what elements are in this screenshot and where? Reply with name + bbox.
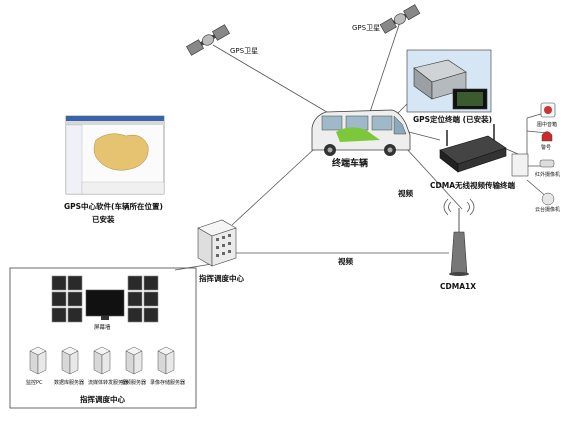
- terminal-vehicle-label: 终端车辆: [331, 157, 368, 169]
- dispatch-center-box: 屏幕墙 监控PC 数据库服务器 流媒体转发服务: [9, 267, 197, 409]
- gps-satellite-top: GPS卫星: [352, 4, 421, 34]
- video-link-label-vertical: 视频: [398, 188, 413, 198]
- video-wall-left: [51, 275, 83, 323]
- server-stream-relay: 流媒体转发服务器: [88, 346, 128, 386]
- cdma-terminal-label: CDMA无线视频传输终端: [430, 180, 515, 190]
- ir-camera-icon: [539, 159, 555, 168]
- gps-satellite-top-label: GPS卫星: [352, 24, 380, 32]
- server-label: 监控PC: [26, 379, 43, 386]
- peripheral-ir-camera: 红外摄像机: [535, 159, 560, 178]
- monitor-icon: [85, 289, 125, 320]
- tower-icon: [443, 198, 475, 276]
- server-icon: [29, 346, 47, 375]
- gps-terminal-label: GPS定位终端 (已安装): [413, 114, 492, 124]
- peripheral-label: 红外摄像机: [535, 171, 560, 178]
- ptz-camera-icon: [541, 192, 555, 206]
- server-label: 视频服务器: [121, 379, 146, 386]
- cdma-device-icon: [439, 124, 507, 173]
- van-icon: [311, 109, 411, 156]
- server-icon: [157, 346, 175, 375]
- peripheral-ptz-camera: 云台摄像机: [535, 192, 560, 213]
- gps-satellite-left: GPS卫星: [186, 24, 258, 56]
- dispatch-center-node: 指挥调度中心: [197, 219, 244, 283]
- server-label: 录像存储服务器: [150, 379, 185, 386]
- peripheral-label: 云台摄像机: [535, 206, 560, 213]
- display-wall-label: 屏幕墙: [94, 323, 111, 331]
- server-icon: [125, 346, 143, 375]
- building-icon: [197, 219, 237, 267]
- server-database: 数据库服务器: [54, 346, 84, 386]
- satellite-icon: [379, 4, 421, 34]
- server-icon: [61, 346, 79, 375]
- cdma-tower: CDMA1X: [440, 198, 476, 291]
- server-icon: [93, 346, 111, 375]
- terminal-vehicle: 终端车辆: [311, 109, 411, 169]
- gps-terminal-box-icon: [413, 59, 467, 100]
- junction-box-icon: [511, 153, 529, 177]
- gps-satellite-left-label: GPS卫星: [230, 47, 258, 55]
- gps-software-label: GPS中心软件(车辆所在位置): [64, 201, 163, 211]
- peripherals: 图中音箱 警号 红外摄像机 云台摄像机: [535, 102, 560, 213]
- video-wall-right: [127, 275, 159, 323]
- dispatch-center-node-label: 指挥调度中心: [199, 273, 244, 283]
- gps-center-software: GPS中心软件(车辆所在位置) 已安装: [64, 115, 165, 224]
- video-link-label-horizontal: 视频: [338, 256, 353, 266]
- server-monitoring-pc: 监控PC: [26, 346, 47, 386]
- server-video: 视频服务器: [121, 346, 146, 386]
- peripheral-label: 图中音箱: [537, 121, 557, 128]
- gps-software-installed-label: 已安装: [92, 214, 115, 224]
- peripheral-siren: 警号: [541, 131, 553, 151]
- server-recording-storage: 录像存储服务器: [150, 346, 185, 386]
- cdma-terminal: CDMA无线视频传输终端: [430, 124, 515, 190]
- gps-terminal: GPS定位终端 (已安装): [406, 49, 492, 124]
- peripheral-label: 警号: [541, 144, 551, 151]
- display-wall: 屏幕墙: [51, 275, 159, 331]
- dispatch-center-box-label: 指挥调度中心: [80, 394, 125, 404]
- peripheral-speaker: 图中音箱: [537, 102, 557, 128]
- map-icon: [93, 133, 149, 171]
- server-label: 流媒体转发服务器: [88, 379, 128, 386]
- dispatch-center-frame: [9, 267, 197, 409]
- cdma-tower-label: CDMA1X: [440, 282, 476, 291]
- server-label: 数据库服务器: [54, 379, 84, 386]
- siren-icon: [541, 131, 553, 142]
- satellite-icon: [186, 24, 230, 56]
